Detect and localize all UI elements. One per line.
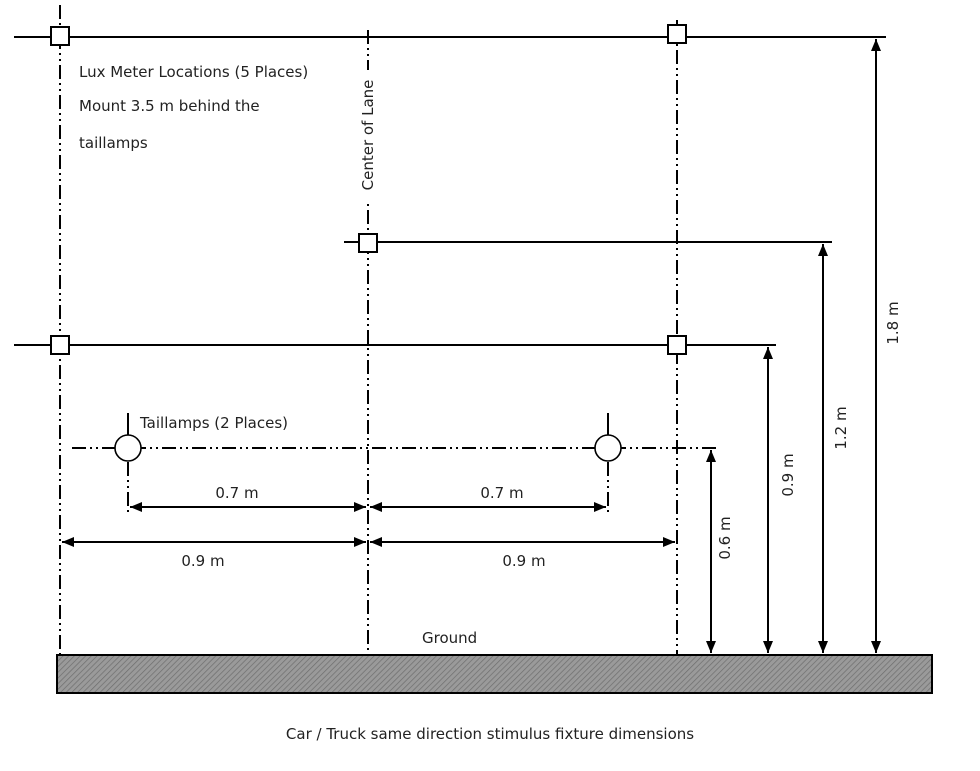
dim-09-left	[62, 537, 366, 547]
lux-meter-low-left	[50, 335, 70, 355]
lux-meter-note-line2: Mount 3.5 m behind the	[79, 97, 260, 115]
dim-label-18: 1.8 m	[884, 301, 902, 344]
lux-meter-note-line3: taillamps	[79, 134, 148, 152]
dim-09-right	[370, 537, 675, 547]
dim-09-vertical	[763, 347, 773, 653]
dim-06-vertical	[706, 450, 716, 653]
taillamps-label: Taillamps (2 Places)	[139, 414, 288, 432]
ground-label: Ground	[422, 629, 477, 647]
center-of-lane-label: Center of Lane	[359, 80, 377, 191]
dim-07-left	[130, 502, 366, 512]
lux-meter-center	[358, 233, 378, 253]
taillamp-left	[114, 434, 142, 462]
lux-meter-top-left	[50, 26, 70, 46]
dim-label-06: 0.6 m	[716, 516, 734, 559]
dim-label-09-left: 0.9 m	[181, 552, 224, 570]
dim-label-12: 1.2 m	[832, 406, 850, 449]
taillamp-right	[594, 434, 622, 462]
lux-meter-top-right	[667, 24, 687, 44]
dim-label-09-right: 0.9 m	[502, 552, 545, 570]
dim-12-vertical	[818, 244, 828, 653]
dim-07-right	[370, 502, 606, 512]
figure-caption: Car / Truck same direction stimulus fixt…	[286, 725, 694, 743]
lux-meter-note-line1: Lux Meter Locations (5 Places)	[79, 63, 308, 81]
dim-18-vertical	[871, 39, 881, 653]
lux-meter-low-right	[667, 335, 687, 355]
dim-label-07-left: 0.7 m	[215, 484, 258, 502]
dim-label-07-right: 0.7 m	[480, 484, 523, 502]
dim-label-09-vertical: 0.9 m	[779, 453, 797, 496]
ground-block	[56, 654, 933, 694]
